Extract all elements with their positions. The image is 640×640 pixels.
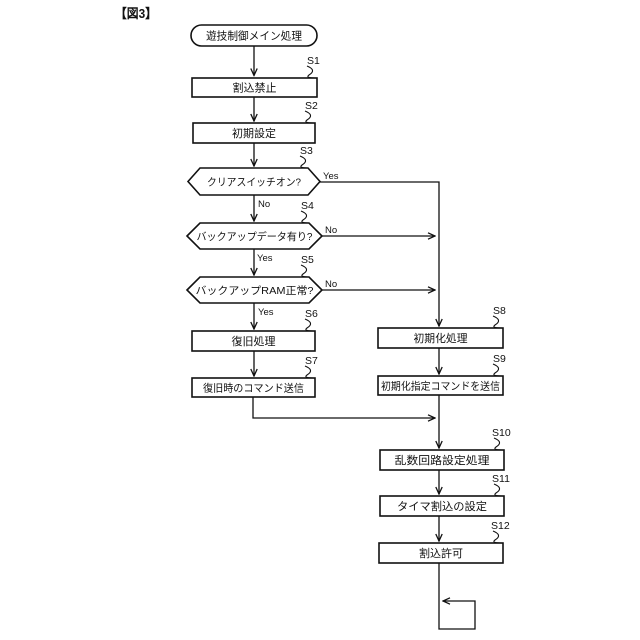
branch-label-s5-yes: Yes — [258, 307, 274, 318]
process-box-s10 — [379, 449, 505, 471]
leader-squiggle-s8 — [492, 315, 502, 329]
process-s2: 初期設定 S2 — [192, 100, 318, 144]
leader-squiggle-s5 — [300, 264, 310, 278]
process-label-s6: 復旧処理 — [232, 335, 276, 348]
step-id-s5: S5 — [301, 254, 314, 266]
process-s8: 初期化処理 S8 — [377, 305, 506, 349]
leader-squiggle-s10 — [493, 437, 503, 451]
leader-squiggle-s3 — [299, 155, 309, 169]
process-box-s11 — [379, 495, 505, 517]
leader-squiggle-s11 — [493, 483, 503, 497]
process-box-s6 — [191, 330, 316, 352]
process-label-s2: 初期設定 — [232, 126, 276, 140]
branch-label-s4-no: No — [325, 225, 337, 236]
step-id-s1: S1 — [307, 55, 320, 67]
process-label-s9: 初期化指定コマンドを送信 — [381, 380, 500, 393]
process-label-s12: 割込許可 — [419, 546, 463, 560]
branch-label-s3-yes: Yes — [323, 171, 339, 182]
process-box-s2 — [192, 122, 316, 144]
decision-s4: バックアップデータ有り? S4 No Yes — [185, 200, 337, 264]
start-node-shape — [190, 24, 318, 47]
step-id-s11: S11 — [492, 473, 510, 485]
branch-label-s5-no: No — [325, 279, 337, 290]
process-s1: 割込禁止 S1 — [191, 55, 320, 98]
decision-s5: バックアップRAM正常? S5 No Yes — [185, 254, 337, 318]
process-s10: 乱数回路設定処理 S10 — [379, 427, 511, 471]
process-label-s8: 初期化処理 — [414, 331, 468, 345]
start-node: 遊技制御メイン処理 — [190, 24, 318, 47]
process-box-s7 — [191, 377, 316, 398]
step-id-s10: S10 — [492, 427, 511, 439]
edge-s3-yes-s8 — [320, 181, 439, 326]
process-box-s9 — [377, 375, 504, 396]
process-s11: タイマ割込の設定 S11 — [379, 473, 510, 517]
step-id-s9: S9 — [493, 353, 506, 365]
decision-label-s3: クリアスイッチオン? — [207, 177, 301, 189]
decision-shape-s4 — [185, 222, 324, 250]
step-id-s2: S2 — [305, 100, 318, 112]
leader-squiggle-s9 — [492, 363, 502, 377]
process-s6: 復旧処理 S6 — [191, 308, 318, 352]
leader-squiggle-s6 — [304, 318, 314, 332]
decision-shape-s3 — [186, 167, 322, 196]
figure-title: 【図3】 — [115, 6, 157, 21]
decision-shape-s5 — [185, 276, 324, 304]
step-id-s6: S6 — [305, 308, 318, 320]
leader-squiggle-s1 — [306, 65, 316, 79]
leader-squiggle-s7 — [304, 365, 314, 379]
decision-s3: クリアスイッチオン? S3 Yes No — [186, 145, 339, 210]
decision-label-s5: バックアップRAM正常? — [196, 284, 314, 297]
branch-label-s3-no: No — [258, 199, 270, 210]
process-label-s10: 乱数回路設定処理 — [395, 453, 490, 467]
start-node-label: 遊技制御メイン処理 — [206, 29, 302, 43]
process-label-s7: 復旧時のコマンド送信 — [203, 382, 304, 395]
step-id-s7: S7 — [305, 355, 318, 367]
branch-label-s4-yes: Yes — [257, 253, 273, 264]
edge-s12-loop-back — [438, 563, 476, 630]
edge-s7-merge — [252, 397, 435, 418]
leader-squiggle-s2 — [304, 110, 314, 124]
process-label-s1: 割込禁止 — [233, 81, 277, 95]
process-label-s11: タイマ割込の設定 — [397, 499, 487, 513]
process-s9: 初期化指定コマンドを送信 S9 — [377, 353, 506, 396]
step-id-s12: S12 — [491, 520, 510, 532]
step-id-s3: S3 — [300, 145, 313, 157]
process-box-s12 — [378, 542, 504, 564]
decision-label-s4: バックアップデータ有り? — [197, 230, 313, 243]
process-box-s1 — [191, 77, 318, 98]
step-id-s4: S4 — [301, 200, 314, 212]
process-s7: 復旧時のコマンド送信 S7 — [191, 355, 318, 398]
leader-squiggle-s12 — [492, 530, 502, 544]
step-id-s8: S8 — [493, 305, 506, 317]
process-box-s8 — [377, 327, 504, 349]
leader-squiggle-s4 — [300, 210, 310, 224]
process-s12: 割込許可 S12 — [378, 520, 510, 564]
